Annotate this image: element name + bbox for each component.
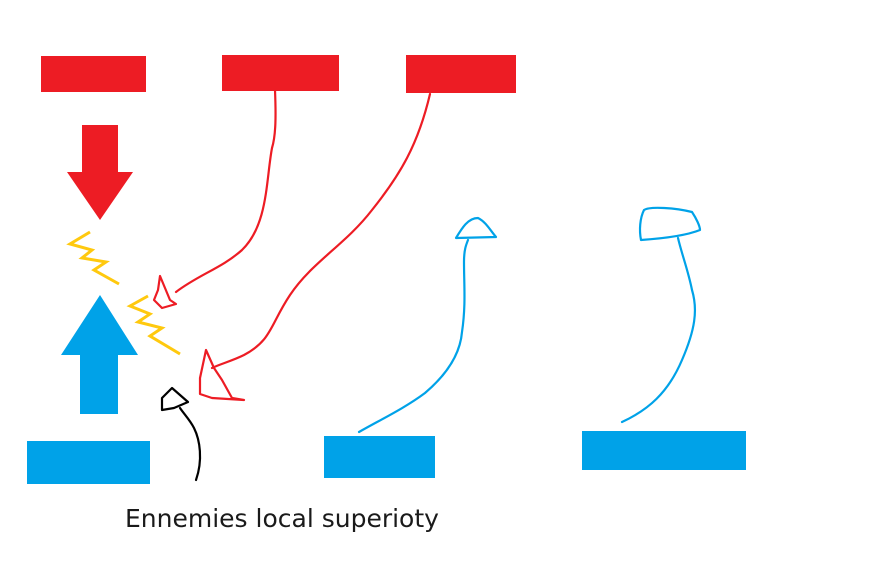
neutral-maneuver-line bbox=[178, 406, 202, 482]
enemy-unit-left bbox=[41, 56, 146, 92]
friendly-maneuver-line-2 bbox=[620, 236, 697, 424]
enemy-unit-right bbox=[406, 55, 516, 93]
enemy-maneuver-line-2 bbox=[210, 92, 432, 370]
enemy-unit-middle bbox=[222, 55, 339, 91]
diagram-caption: Ennemies local superioty bbox=[125, 504, 439, 533]
friendly-unit-left bbox=[27, 441, 150, 484]
friendly-attack-arrow-icon bbox=[61, 295, 138, 414]
enemy-arrowhead-2-icon bbox=[198, 348, 246, 402]
friendly-unit-middle bbox=[324, 436, 435, 478]
friendly-maneuver-line-1 bbox=[357, 238, 470, 434]
neutral-arrowhead-icon bbox=[160, 386, 190, 412]
friendly-arrowhead-1-icon bbox=[454, 216, 498, 240]
friendly-arrowhead-2-icon bbox=[638, 206, 702, 242]
enemy-attack-arrow-icon bbox=[67, 125, 133, 220]
lightning-bolt-icon-2 bbox=[126, 294, 181, 356]
lightning-bolt-icon-1 bbox=[66, 230, 120, 286]
enemy-arrowhead-1-icon bbox=[152, 274, 178, 310]
friendly-unit-right bbox=[582, 431, 746, 470]
enemy-maneuver-line-1 bbox=[174, 88, 277, 294]
